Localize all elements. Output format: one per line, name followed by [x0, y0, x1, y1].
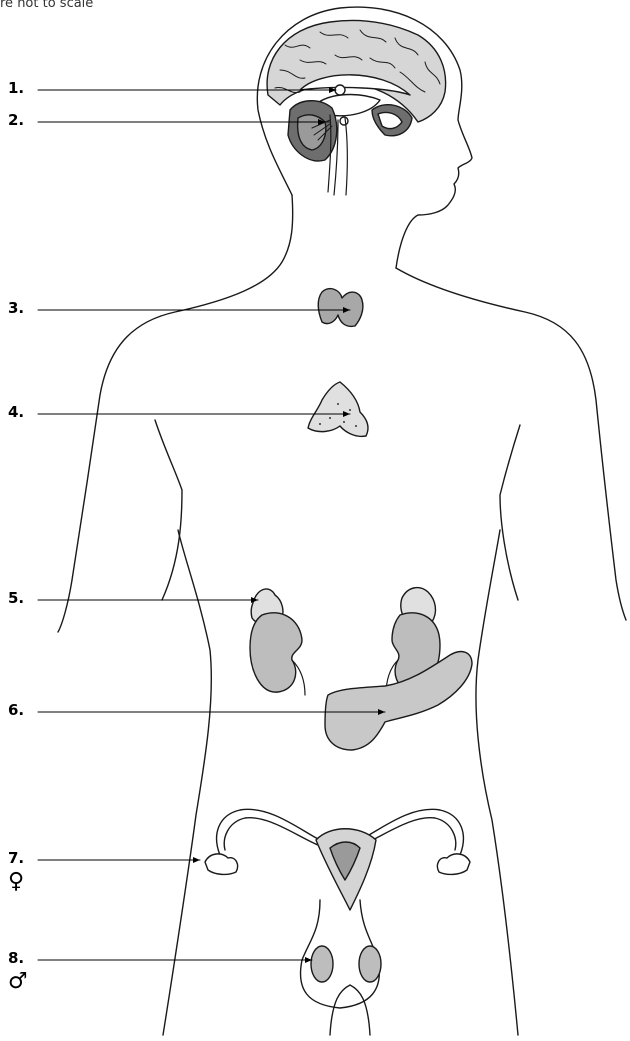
- kidney-left: [250, 613, 302, 692]
- female-symbol: ♀: [8, 871, 24, 893]
- male-symbol: ♂: [8, 971, 28, 993]
- label-8: 8.: [8, 949, 24, 967]
- label-4: 4.: [8, 403, 24, 421]
- torso-right: [396, 268, 626, 620]
- thymus: [308, 382, 368, 436]
- label-2: 2.: [8, 111, 24, 129]
- testis-left: [311, 946, 333, 982]
- brain: [267, 21, 446, 195]
- hip-left: [163, 530, 211, 1035]
- pituitary-marker: [340, 117, 348, 125]
- waist-left: [155, 420, 182, 600]
- hip-right: [476, 530, 518, 1035]
- reproductive-female: [205, 809, 470, 910]
- label-5: 5.: [8, 589, 24, 607]
- label-7: 7.: [8, 849, 24, 867]
- waist-right: [500, 425, 520, 600]
- label-3: 3.: [8, 299, 24, 317]
- label-6: 6.: [8, 701, 24, 719]
- thyroid: [318, 289, 363, 327]
- ovary-right: [437, 854, 470, 875]
- leg-inner: [330, 985, 370, 1035]
- label-1: 1.: [8, 79, 24, 97]
- testis-right: [359, 946, 381, 982]
- ovary-left: [205, 854, 238, 875]
